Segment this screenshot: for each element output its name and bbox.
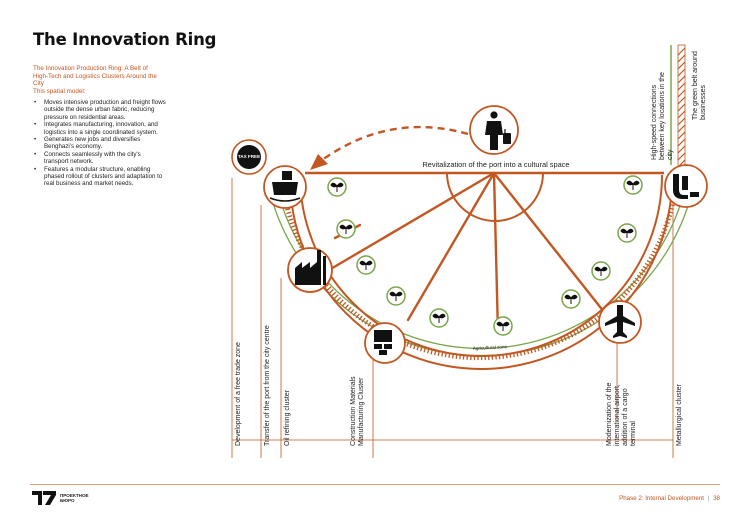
label-green-belt-line2: businesses [700,84,707,120]
top-label: Revitalization of the port into a cultur… [422,160,569,169]
sprout-icon [429,308,449,328]
sprout-icon [493,316,513,336]
ship-icon [263,165,307,209]
bullet-line: transport network. [44,158,94,166]
bullet-item: Connects seamlessly with the city's tran… [33,151,203,166]
label-port-transfer: Transfer of the port from the city centr… [264,325,271,446]
bullet-line: Connects seamlessly with the city's [44,150,141,158]
label-high-speed-line3: city [667,149,674,160]
bullet-line: outside the dense urban fabric, reducing [44,106,155,114]
label-construction-line1: Construction Materials [350,376,357,446]
vertical-labels: Development of a free trade zone Transfe… [235,51,707,446]
tax-free-icon: TAX FREE [231,139,267,175]
bullet-item: Generates new jobs and diversifies Bengh… [33,136,203,151]
bullet-line: pressure on residential areas. [44,113,126,121]
bullet-line: Features a modular structure, enabling [44,165,151,173]
bullet-item: Features a modular structure, enabling p… [33,166,203,188]
dashed-return-arrow [310,125,469,170]
bullet-line: logistics into a single coordinated syst… [44,128,158,136]
oil-refinery-icon [287,247,333,293]
label-high-speed-line2: between key locations in the [659,72,666,160]
subtitle-line: City [33,80,44,88]
sprout-icon [591,261,611,281]
label-high-speed-line1: High-speed connections [651,84,658,160]
subtitle: The Innovation Production Ring: A Belt o… [33,65,203,95]
label-green-belt-line1: The green belt around [692,51,699,120]
sprout-icon [617,223,637,243]
bullet-line: real business and market needs. [44,180,134,188]
bullet-line: Moves intensive production and freight f… [44,99,166,106]
traveler-icon [469,105,519,155]
subtitle-line: The Innovation Production Ring: A Belt o… [33,65,148,72]
sprout-icon [327,177,347,197]
airplane-icon [598,300,642,344]
footer-divider [30,484,720,485]
footer-section: Phase 2: Internal Development | 38 [619,495,720,502]
sprout-icon [386,286,406,306]
bullet-item: Integrates manufacturing, innovation, an… [33,121,203,136]
guide-lines [231,178,674,458]
bullet-line: Generates new jobs and diversifies [44,136,141,144]
bullet-line: phased rollout of clusters and adaptatio… [44,173,163,181]
logo-text: ПРОЕКТНОЕ БЮРО [60,493,89,503]
green-belt-hatch-bar [670,44,686,206]
page-title: The Innovation Ring [33,30,217,49]
sprout-icon [336,219,356,239]
sprout-icons [327,175,643,336]
page-number: 38 [713,495,720,502]
logo-text-line: ПРОЕКТНОЕ [60,493,89,498]
agri-label: Agricultural zone [473,344,508,351]
bureau-logo [32,491,56,505]
subtitle-line: High-Tech and Logistics Clusters Around … [33,72,157,80]
bullet-item: Moves intensive production and freight f… [33,99,203,121]
label-metallurgical: Metallurgical cluster [676,383,683,446]
sprout-icon [561,289,581,309]
separator: | [707,495,710,502]
radial-spokes [310,171,614,335]
label-airport-line3: addition of a cargo [622,388,629,446]
label-airport-line2: international airport, [614,384,621,446]
sprout-icon [623,175,643,195]
construction-materials-icon [364,322,406,364]
logo-text-line: БЮРО [60,498,75,504]
subtitle-line: This spatial model: [33,87,86,95]
label-free-trade: Development of a free trade zone [235,342,242,446]
section-name: Phase 2: Internal Development [619,495,705,502]
tax-free-label: TAX FREE [238,154,260,159]
label-airport-line1: Modernization of the [606,382,613,446]
label-airport-line4: terminal [630,421,637,446]
label-construction-line2: Manufacturing Cluster [358,377,365,446]
sprout-icon [356,255,376,275]
label-oil-refining: Oil refining cluster [284,389,291,446]
bullet-line: Benghazi's economy. [44,143,103,151]
bullet-line: Integrates manufacturing, innovation, an… [44,121,158,129]
metallurgy-icon [664,164,708,208]
bullet-list: Moves intensive production and freight f… [33,99,203,188]
